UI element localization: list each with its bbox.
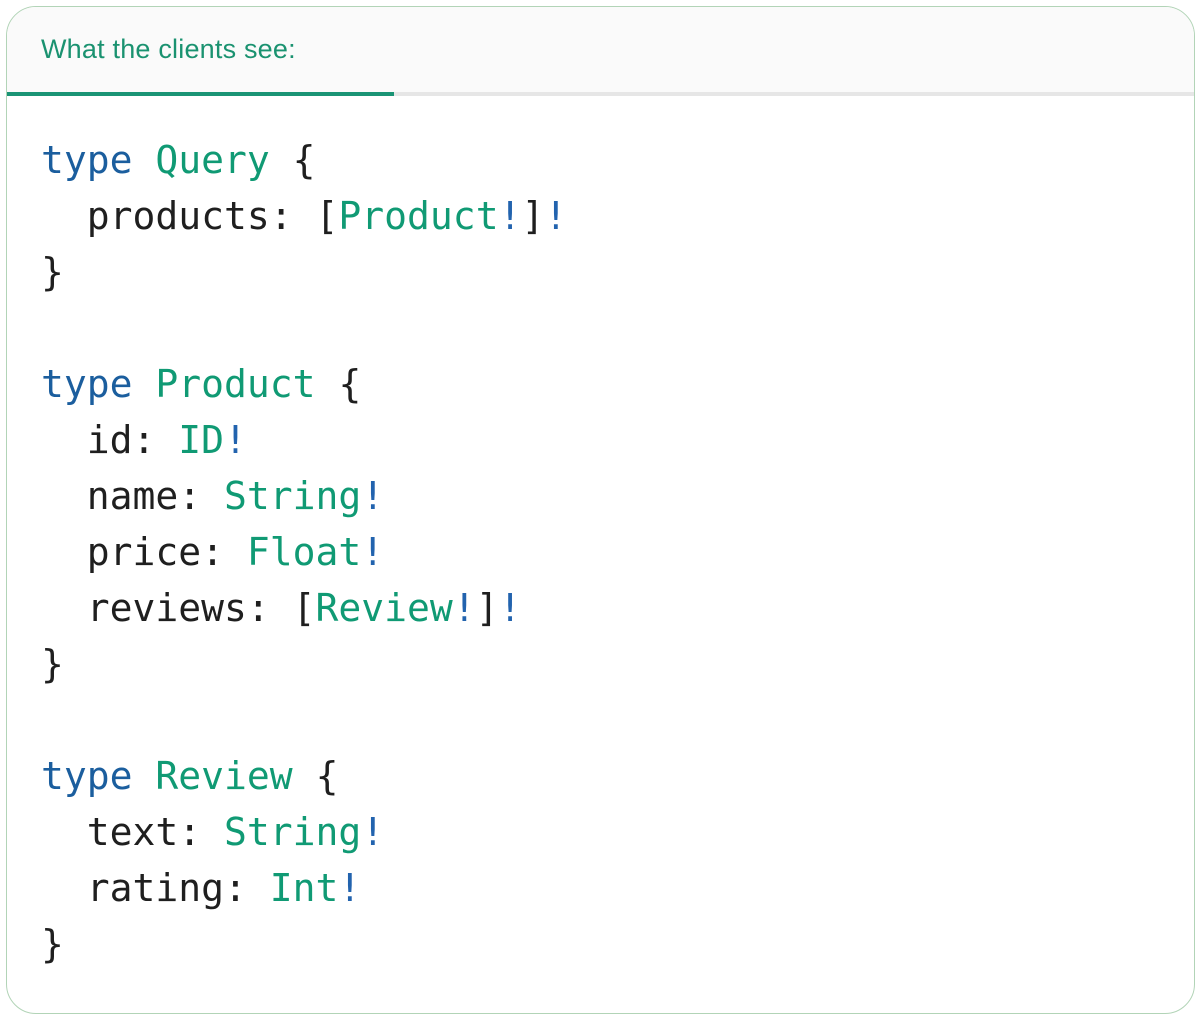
code-line: rating: Int! [41, 866, 362, 910]
code-line: products: [Product!]! [41, 194, 568, 238]
tab-label: What the clients see: [41, 34, 296, 64]
code-line: price: Float! [41, 530, 385, 574]
code-line: type Query { [41, 138, 316, 182]
code-line: reviews: [Review!]! [41, 586, 522, 630]
schema-panel: What the clients see: type Query { produ… [6, 6, 1195, 1014]
tab-what-clients-see[interactable]: What the clients see: [7, 7, 394, 96]
code-line: text: String! [41, 810, 385, 854]
code-line: type Review { [41, 754, 339, 798]
code-line: } [41, 250, 64, 294]
code-line: id: ID! [41, 418, 247, 462]
code-line [41, 300, 1174, 356]
code-line: } [41, 922, 64, 966]
tabs-bar: What the clients see: [7, 7, 1194, 96]
code-line: type Product { [41, 362, 362, 406]
code-line [41, 692, 1174, 748]
code-line: name: String! [41, 474, 385, 518]
code-line: } [41, 642, 64, 686]
code-lines: type Query { products: [Product!]!} type… [41, 132, 1174, 972]
graphql-code-block: type Query { products: [Product!]!} type… [7, 96, 1194, 992]
